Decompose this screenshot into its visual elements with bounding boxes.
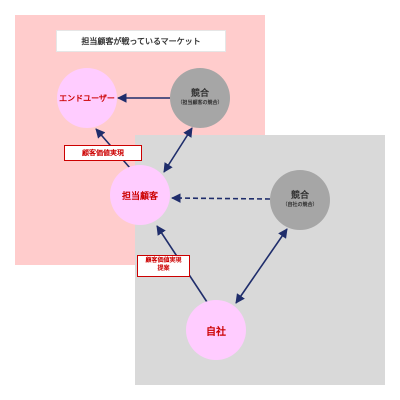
tag-value-proposal: 顧客価値実現 提案 [137,255,190,277]
node-competitor-client: 競合 （担当顧客の競合） [170,68,230,128]
node-competitor-client-sublabel: （担当顧客の競合） [177,100,223,106]
arrow-competitor-to-client-dashed [171,193,271,203]
arrow-client-competitor-bidirectional [163,127,193,173]
node-competitor-client-label: 競合 [190,89,209,99]
node-competitor-self: 競合 （自社の競合） [270,170,330,230]
node-end-user-label: エンドユーザー [59,93,115,103]
tag-value-proposal-line2: 提案 [157,265,170,272]
node-client-label: 担当顧客 [121,191,158,202]
tag-value-realization: 顧客価値実現 [64,145,142,161]
diagram-title: 担当顧客が戦っているマーケット [56,30,226,52]
node-client: 担当顧客 [110,165,170,225]
node-self: 自社 [186,300,246,360]
node-competitor-self-label: 競合 [290,191,309,201]
node-competitor-self-sublabel: （自社の競合） [282,202,318,208]
arrow-self-competitor-bidirectional [235,228,288,304]
tag-value-proposal-line1: 顧客価値実現 [145,257,182,264]
node-end-user: エンドユーザー [57,68,117,128]
node-self-label: 自社 [206,326,226,338]
